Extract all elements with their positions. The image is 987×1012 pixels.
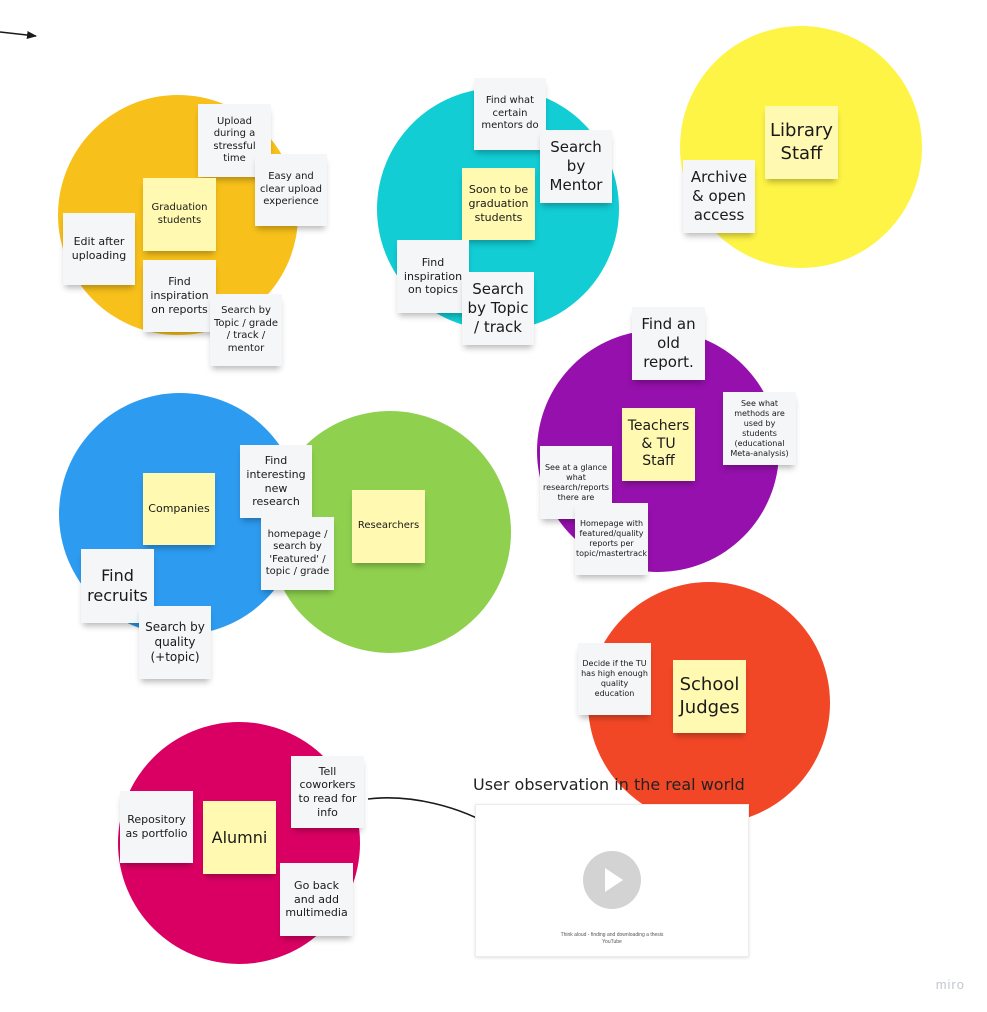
sticky-note[interactable]: Find inspiration on reports — [143, 260, 216, 332]
video-embed[interactable]: Think aloud - finding and downloading a … — [475, 804, 749, 957]
sticky-note[interactable]: Find interesting new research — [240, 445, 312, 518]
persona-sticky-judges[interactable]: School Judges — [673, 660, 746, 733]
sticky-note[interactable]: Find what certain mentors do — [474, 78, 546, 150]
sticky-note[interactable]: Archive & open access — [683, 160, 755, 233]
sticky-note[interactable]: Repository as portfolio — [120, 791, 193, 863]
persona-sticky-mentor[interactable]: Soon to be graduation students — [462, 168, 535, 240]
sticky-note[interactable]: Homepage with featured/quality reports p… — [575, 503, 648, 575]
miro-logo: miro — [935, 977, 965, 992]
persona-sticky-alumni[interactable]: Alumni — [203, 801, 276, 874]
sticky-note[interactable]: Search by Topic / grade / track / mentor — [210, 294, 282, 366]
persona-sticky-companies[interactable]: Companies — [143, 473, 215, 545]
sticky-note[interactable]: Decide if the TU has high enough quality… — [578, 643, 651, 715]
video-title: User observation in the real world — [473, 775, 745, 794]
persona-sticky-graduation[interactable]: Graduation students — [143, 178, 216, 251]
sticky-note[interactable]: Go back and add multimedia — [280, 863, 353, 936]
sticky-note[interactable]: homepage / search by 'Featured' / topic … — [261, 517, 334, 590]
persona-sticky-teachers[interactable]: Teachers & TU Staff — [622, 408, 695, 481]
persona-sticky-library[interactable]: Library Staff — [765, 106, 838, 179]
sticky-note[interactable]: Easy and clear upload experience — [255, 154, 327, 226]
video-source: YouTube — [602, 939, 622, 945]
sticky-note[interactable]: Find an old report. — [632, 307, 705, 380]
sticky-note[interactable]: See what methods are used by students (e… — [723, 392, 796, 465]
top-left-arrow — [0, 31, 37, 39]
sticky-note[interactable]: Find inspiration on topics — [397, 240, 469, 313]
persona-sticky-researchers[interactable]: Researchers — [352, 490, 425, 563]
sticky-note[interactable]: Search by Mentor — [540, 130, 612, 203]
sticky-note[interactable]: Edit after uploading — [63, 213, 135, 285]
video-caption: Think aloud - finding and downloading a … — [560, 932, 664, 938]
sticky-note[interactable]: Tell coworkers to read for info — [291, 756, 364, 828]
sticky-note[interactable]: Search by Topic / track — [462, 272, 534, 345]
sticky-note[interactable]: Search by quality (+topic) — [139, 606, 211, 679]
play-icon[interactable] — [583, 851, 641, 909]
